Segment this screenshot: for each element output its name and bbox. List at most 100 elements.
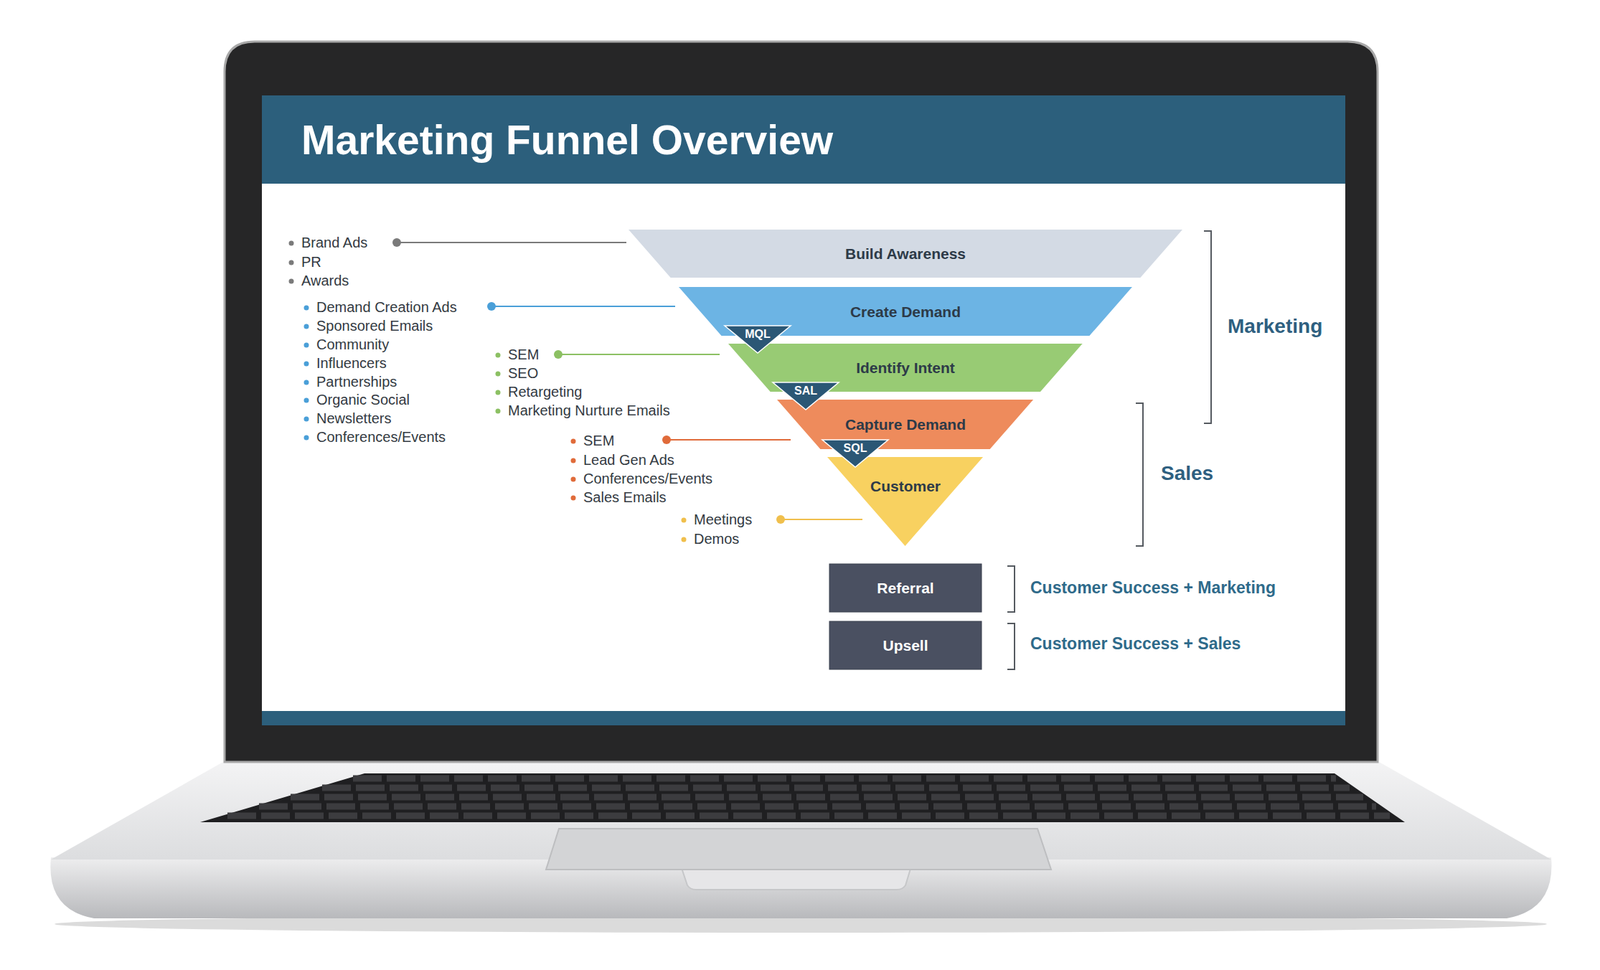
bullet-dot [304, 435, 310, 441]
label-slot: Meetings [693, 510, 752, 529]
leader-dot [487, 302, 496, 311]
marker-label: SQL [843, 441, 868, 455]
bullet-dot [289, 260, 295, 266]
bullet-dot [571, 458, 577, 464]
band-label: Identify Intent [855, 358, 955, 377]
channel-item: Demand Creation Ads [316, 298, 458, 316]
leader-line [780, 518, 863, 521]
label-slot: Demand Creation Ads [316, 298, 458, 316]
bullet-dot [289, 279, 295, 285]
bullet-dot [681, 518, 687, 524]
band-shape [827, 457, 983, 547]
label-slot: Conferences/Events [316, 428, 446, 446]
marketing-bracket [1203, 231, 1212, 424]
trackpad [546, 828, 1052, 870]
slide [261, 95, 1346, 726]
team-label: Customer Success + Marketing [1030, 577, 1276, 598]
funnel-band: Build Awareness [628, 229, 1183, 278]
band-label: Capture Demand [845, 415, 966, 434]
label-slot: Customer Success + Marketing [1030, 577, 1276, 598]
slide-title: Marketing Funnel Overview [301, 115, 834, 165]
leader-dot [392, 238, 402, 247]
bullet-dot [495, 353, 501, 359]
channel-item: PR [301, 253, 322, 271]
footer-bar [261, 711, 1346, 726]
leader-dot [662, 435, 671, 445]
referral-bracket [1007, 566, 1015, 613]
channel-item: Conferences/Events [583, 469, 713, 488]
label-slot: Customer Success + Sales [1030, 633, 1241, 654]
team-label: Sales [1160, 461, 1214, 486]
channel-item: Conferences/Events [316, 428, 446, 446]
bullet-dot [304, 361, 310, 367]
band-label: Customer [870, 477, 941, 496]
bullet-dot [681, 537, 687, 543]
stage-marker: SAL [772, 382, 839, 410]
channel-item: Meetings [693, 510, 752, 529]
bullet-dot [304, 398, 310, 404]
label-slot: Sales Emails [583, 488, 667, 506]
bullet-dots [289, 241, 687, 543]
band-label: Create Demand [850, 302, 961, 321]
channel-item: Organic Social [316, 391, 410, 409]
box-label: Upsell [882, 636, 928, 655]
label-slot: Marketing Nurture Emails [507, 401, 671, 420]
keyboard [200, 773, 1405, 823]
channel-item: Brand Ads [301, 233, 368, 252]
label-slot: Lead Gen Ads [583, 451, 675, 469]
stage-marker: MQL [724, 325, 791, 354]
channel-item: Demos [693, 530, 740, 548]
box-shape [829, 563, 982, 613]
leader-line [558, 353, 720, 356]
label-slot: Marketing [1227, 314, 1323, 339]
bullet-dot [495, 390, 501, 396]
channel-item: Newsletters [316, 409, 392, 427]
label-slot: Organic Social [316, 391, 410, 409]
label-slot: Sales [1160, 461, 1214, 486]
label-slot: Conferences/Events [583, 469, 713, 488]
box-label: Referral [876, 579, 934, 597]
channel-item: Marketing Nurture Emails [507, 401, 671, 420]
funnel-band-shape [827, 457, 983, 547]
sales-bracket [1135, 403, 1143, 547]
channel-item: Lead Gen Ads [583, 451, 675, 469]
label-slot: Community [316, 335, 389, 354]
label-slot: Retargeting [507, 383, 582, 401]
channel-item: SEM [507, 345, 539, 364]
band-label: Build Awareness [845, 244, 966, 263]
bullet-dot [571, 477, 577, 483]
bullet-dot [304, 342, 310, 348]
title-bar [261, 95, 1346, 184]
label-slot: Partnerships [316, 373, 397, 391]
channel-item: Community [316, 335, 389, 354]
channel-item: Influencers [316, 354, 387, 372]
team-label: Customer Success + Sales [1030, 633, 1241, 654]
upsell-bracket [1007, 623, 1015, 670]
funnel-band: Customer [827, 457, 983, 547]
marker-label: SAL [794, 383, 818, 398]
channel-item: SEM [583, 431, 615, 450]
marker-label: MQL [744, 327, 771, 341]
channel-item: Sponsored Emails [316, 317, 433, 335]
channel-item: Retargeting [507, 383, 582, 401]
label-slot: Sponsored Emails [316, 317, 433, 335]
bullet-dot [289, 241, 295, 247]
label-slot: Demos [693, 530, 740, 548]
keyboard-keys [227, 778, 1390, 816]
band-shape [777, 399, 1034, 450]
bullet-dot [495, 371, 501, 377]
leader-line [491, 305, 676, 308]
label-slot: Influencers [316, 354, 387, 372]
leader-line [666, 439, 791, 441]
label-slot: SEM [583, 431, 615, 450]
title-slot: Marketing Funnel Overview [301, 115, 834, 165]
leader-dot [776, 515, 785, 524]
bullet-dot [304, 305, 310, 311]
bullet-dot [304, 380, 310, 386]
stage-marker: SQL [822, 439, 889, 468]
outcome-box: Referral [829, 563, 982, 613]
channel-item: Partnerships [316, 373, 397, 391]
bullet-dot [495, 408, 501, 414]
label-slot: SEM [507, 345, 539, 364]
